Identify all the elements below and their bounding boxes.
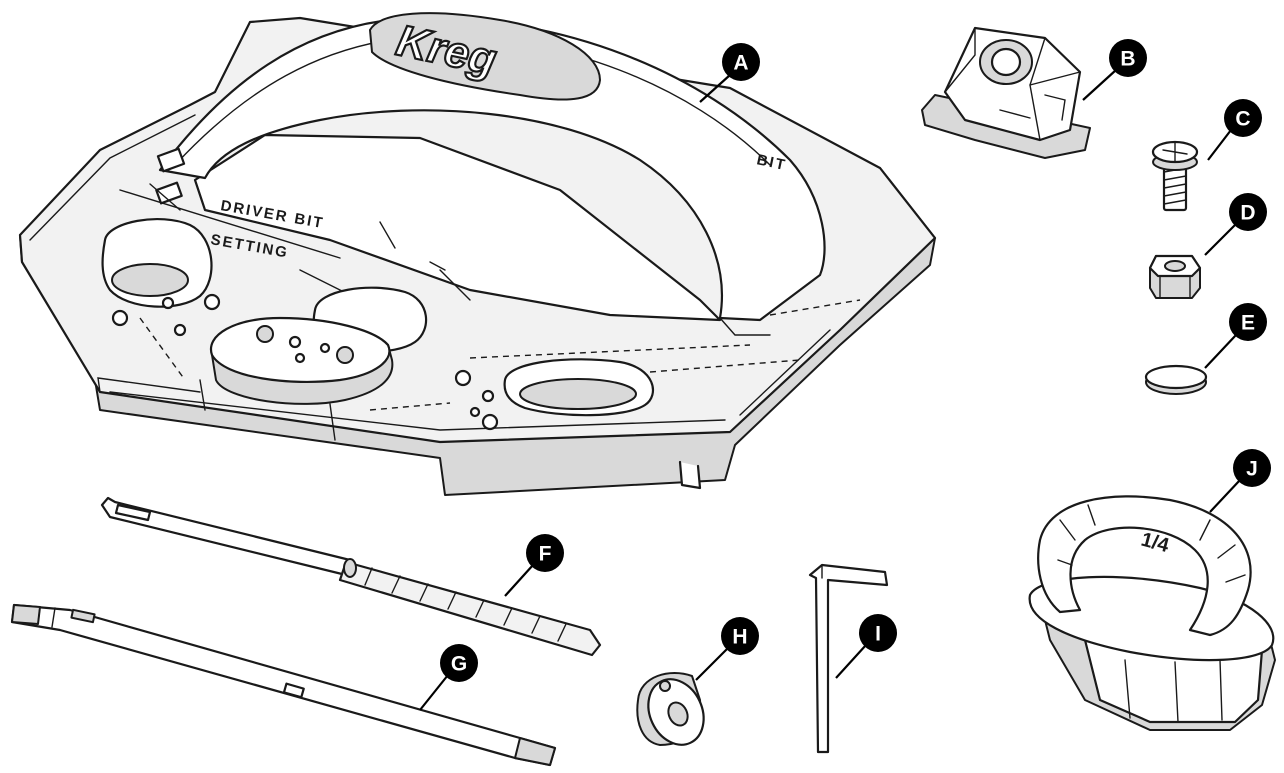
jig-engraving-bit-right: BIT — [755, 151, 788, 174]
part-f-drill-bit — [100, 496, 602, 657]
badge-g-letter: G — [451, 653, 467, 676]
part-c-screw — [1151, 140, 1199, 212]
part-g-driver-bit — [10, 603, 557, 767]
badge-f-letter: F — [539, 543, 552, 566]
part-i-hex-key — [808, 563, 889, 754]
badge-i-letter: I — [875, 623, 881, 646]
badge-a-letter: A — [733, 52, 748, 75]
part-h-stop-collar — [636, 672, 705, 746]
jig-logo-plate — [369, 12, 601, 101]
badge-e-letter: E — [1241, 312, 1255, 335]
badge-f: F — [526, 534, 564, 572]
jig-handle-window — [193, 133, 722, 322]
badge-b-letter: B — [1120, 48, 1135, 71]
part-j-depth-gauge: 1/4 — [1028, 495, 1276, 731]
badge-a: A — [722, 43, 760, 81]
badge-c: C — [1224, 99, 1262, 137]
badge-j-letter: J — [1246, 458, 1258, 481]
badge-d: D — [1229, 193, 1267, 231]
badge-h: H — [721, 617, 759, 655]
badge-g: G — [440, 644, 478, 682]
badge-c-letter: C — [1235, 108, 1250, 131]
part-b-stop-block — [921, 26, 1091, 159]
badge-b: B — [1109, 39, 1147, 77]
hex-key — [808, 563, 889, 754]
badge-j: J — [1233, 449, 1271, 487]
part-d-nut — [1148, 254, 1202, 299]
gauge-ring — [1037, 495, 1252, 637]
badge-d-letter: D — [1240, 202, 1255, 225]
part-a-jig: Kreg DRIVER BIT SETTING BIT — [18, 12, 937, 496]
drill-bit-flutes — [338, 560, 602, 657]
callouts: A B C D E J F G H I — [419, 39, 1271, 711]
disc-top — [1144, 364, 1208, 390]
part-e-disc — [1144, 364, 1208, 395]
badge-e: E — [1229, 303, 1267, 341]
driver-bit-body — [10, 603, 557, 767]
badge-i: I — [859, 614, 897, 652]
badge-h-letter: H — [732, 626, 747, 649]
